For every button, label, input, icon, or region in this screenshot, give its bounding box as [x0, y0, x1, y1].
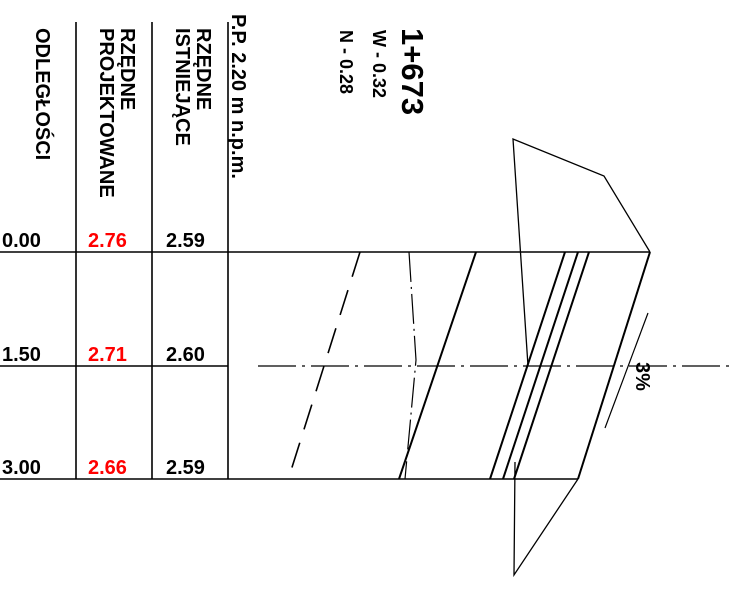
row-label-distances: ODLEGŁOŚCI	[31, 28, 55, 160]
pavement-layers	[398, 251, 651, 480]
station-label: 1+673	[395, 28, 430, 115]
table-grid	[0, 22, 650, 480]
row-label-design-1: RZĘDNE	[116, 28, 138, 110]
layer-line-5	[577, 251, 651, 480]
existing-elevation-value: 2.59	[166, 457, 205, 479]
w-value-label: W - 0.32	[369, 30, 389, 98]
design-elevation-value: 2.76	[88, 230, 127, 252]
row-label-existing-2: ISTNIEJĄCE	[171, 28, 193, 146]
existing-elevation-value: 2.59	[166, 230, 205, 252]
layer-line-3	[502, 251, 579, 480]
distance-value: 0.00	[2, 230, 41, 252]
slope-arrow-line	[604, 312, 649, 429]
layer-line-4	[513, 251, 590, 480]
ground-dashdot-line	[404, 251, 417, 480]
row-label-existing-1: RZĘDNE	[192, 28, 214, 110]
row-label-design-2: PROJEKTOWANE	[95, 28, 117, 198]
existing-elevation-value: 2.60	[166, 344, 205, 366]
n-value-label: N - 0.28	[336, 30, 356, 94]
upper-embankment-outline	[512, 138, 651, 367]
slope-label: 3%	[631, 362, 653, 391]
lower-embankment-outline	[513, 461, 579, 578]
column-1-values: 0.00 2.76 2.59	[2, 230, 205, 252]
distance-value: 1.50	[2, 344, 41, 366]
column-2-values: 1.50 2.71 2.60	[2, 344, 205, 366]
distance-value: 3.00	[2, 457, 41, 479]
column-3-values: 3.00 2.66 2.59	[2, 457, 205, 479]
layer-line-1	[398, 251, 477, 480]
design-elevation-value: 2.71	[88, 344, 127, 366]
design-elevation-value: 2.66	[88, 457, 127, 479]
reference-level-label: P.P. 2.20 m n.p.m.	[227, 14, 249, 179]
